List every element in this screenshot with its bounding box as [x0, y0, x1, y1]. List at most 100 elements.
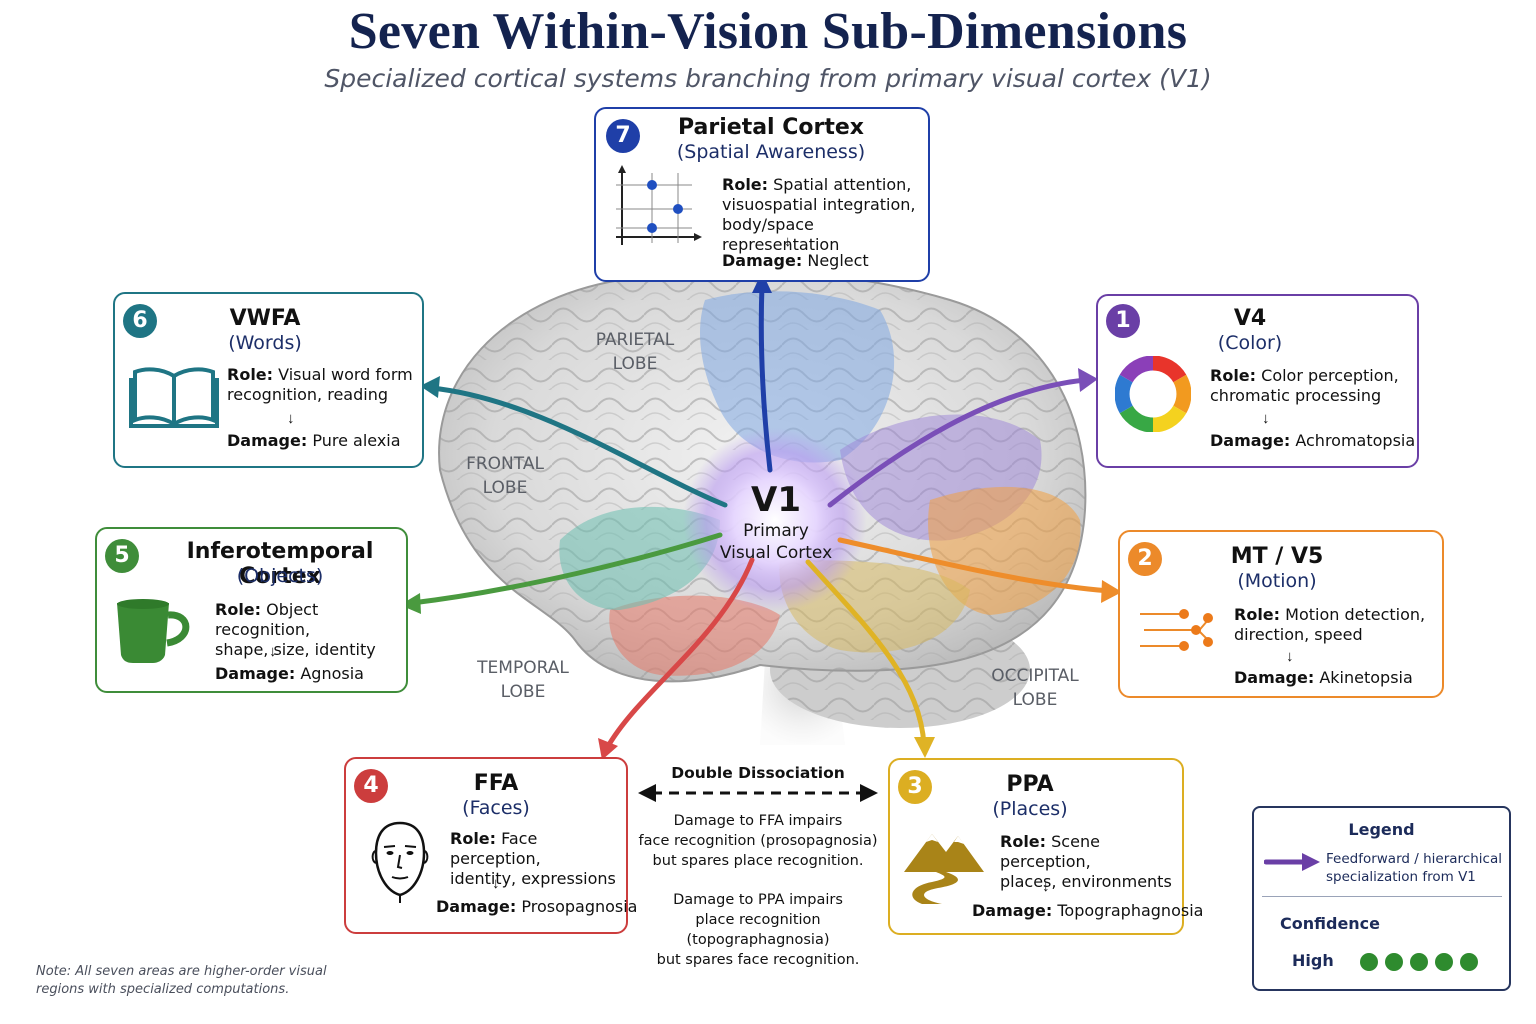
- region-ffa-red: [609, 595, 780, 676]
- down-arrow-icon: ↓: [492, 875, 500, 892]
- card-vwfa: 6 VWFA (Words) Role: Visual word form re…: [113, 292, 424, 468]
- card-ppa: 3 PPA (Places) Role: Scene perception, p…: [888, 758, 1203, 935]
- card-ffa: 4 FFA (Faces) Role: Face perception, ide…: [344, 757, 637, 934]
- card-v4: 1 V4 (Color) Role: Color perception, chr…: [1096, 294, 1419, 468]
- confidence-dot: [1460, 953, 1478, 971]
- card-inferotemporal-cortex: 5 Inferotemporal Cortex (Objects) Role: …: [95, 527, 408, 693]
- legend-arrow-icon: [1264, 853, 1320, 871]
- mountain-road-icon: [904, 834, 984, 904]
- area-function: (Faces): [462, 797, 530, 819]
- area-function: (Places): [992, 798, 1068, 820]
- area-function: (Motion): [1237, 570, 1317, 592]
- arrowhead-it: [400, 593, 421, 614]
- down-arrow-icon: ↓: [784, 233, 792, 250]
- footnote: Note: All seven areas are higher-order v…: [36, 964, 327, 997]
- arrow-to-it: [409, 532, 723, 606]
- region-parietal-blue: [700, 291, 895, 463]
- down-arrow-icon: ↓: [1262, 410, 1270, 427]
- card-mt-v5: 2 MT / V5 (Motion) Role: Motion detectio…: [1118, 530, 1444, 698]
- area-name: V4: [1233, 306, 1267, 331]
- confidence-dot: [1385, 953, 1403, 971]
- face-icon: [371, 821, 429, 903]
- arrow-to-ppa: [805, 559, 927, 748]
- area-name: FFA: [473, 771, 519, 796]
- v1-glow: [683, 428, 867, 612]
- legend-confidence-label: Confidence: [1280, 914, 1381, 933]
- double-dissociation-title: Double Dissociation: [671, 764, 845, 782]
- page-subtitle: Specialized cortical systems branching f…: [324, 64, 1212, 93]
- down-arrow-icon: ↓: [269, 643, 277, 660]
- page-title: Seven Within-Vision Sub-Dimensions: [348, 3, 1188, 60]
- arrow-to-parietal: [758, 282, 773, 473]
- arrow-to-mt: [837, 537, 1113, 594]
- arrowhead-parietal: [752, 272, 772, 293]
- confidence-dot: [1435, 953, 1453, 971]
- area-role: Role: Spatial attention, visuospatial in…: [722, 175, 916, 254]
- badge-3: 3: [898, 770, 932, 804]
- motion-lines-icon: [1140, 609, 1213, 651]
- arrow-to-v4: [827, 377, 1088, 508]
- v1-title: V1: [751, 480, 801, 520]
- arrowhead-vwfa: [420, 376, 440, 398]
- badge-6: 6: [123, 304, 157, 338]
- arrowhead-mt: [1101, 580, 1122, 603]
- color-wheel-icon: [1115, 356, 1191, 432]
- down-arrow-icon: ↓: [1286, 648, 1294, 665]
- legend-feedforward-text: Feedforward / hierarchical specializatio…: [1326, 851, 1502, 885]
- legend-divider: [1262, 896, 1502, 897]
- double-dissociation-arrow: [638, 784, 878, 802]
- badge-2: 2: [1128, 542, 1162, 576]
- down-arrow-icon: ↓: [1042, 878, 1050, 895]
- badge-7: 7: [606, 119, 640, 153]
- book-icon: [129, 367, 219, 428]
- area-name: Inferotemporal Cortex: [186, 539, 374, 589]
- area-role: Role: Motion detection, direction, speed: [1234, 605, 1426, 644]
- area-role: Role: Face perception, identity, express…: [450, 829, 616, 888]
- area-name: Parietal Cortex: [678, 115, 864, 140]
- confidence-dot: [1410, 953, 1428, 971]
- arrow-to-ffa: [604, 557, 755, 751]
- legend-title: Legend: [1348, 820, 1415, 839]
- arrow-to-vwfa: [429, 385, 728, 508]
- arrowhead-ffa: [598, 738, 618, 760]
- area-damage: Damage: Achromatopsia: [1210, 431, 1416, 450]
- double-dissociation-ppa-text: Damage to PPA impairs place recognition …: [656, 892, 860, 968]
- legend-confidence-level: High: [1292, 951, 1334, 970]
- coordinate-grid-icon: [616, 165, 702, 245]
- v1-center-label: V1 Primary Visual Cortex: [705, 480, 847, 564]
- area-damage: Damage: Agnosia: [215, 664, 364, 683]
- v1-subtitle-1: Primary: [743, 521, 809, 541]
- area-function: (Spatial Awareness): [676, 141, 866, 163]
- area-role: Role: Color perception, chromatic proces…: [1210, 366, 1399, 405]
- arrowhead-v4: [1078, 368, 1098, 392]
- card-parietal-cortex: 7 Parietal Cortex (Spatial Awareness) Ro…: [594, 107, 930, 282]
- area-damage: Damage: Prosopagnosia: [436, 897, 638, 916]
- v1-subtitle-2: Visual Cortex: [719, 543, 833, 563]
- badge-1: 1: [1106, 304, 1140, 338]
- area-name: PPA: [1006, 772, 1054, 797]
- area-function: (Words): [228, 332, 302, 354]
- down-arrow-icon: ↓: [287, 410, 295, 427]
- mug-icon: [117, 599, 190, 663]
- area-role: Role: Object recognition, shape, size, i…: [215, 600, 376, 659]
- double-dissociation-ffa-text: Damage to FFA impairs face recognition (…: [638, 813, 878, 869]
- area-name: VWFA: [229, 306, 301, 331]
- area-damage: Damage: Pure alexia: [227, 431, 401, 450]
- badge-5: 5: [105, 539, 139, 573]
- area-role: Role: Scene perception, places, environm…: [1000, 832, 1172, 891]
- area-damage: Damage: Topographagnosia: [972, 901, 1204, 920]
- arrowhead-ppa: [914, 737, 935, 758]
- area-role: Role: Visual word form recognition, read…: [227, 365, 413, 404]
- legend-box: Legend Feedforward / hierarchical specia…: [1252, 806, 1511, 991]
- area-damage: Damage: Akinetopsia: [1234, 668, 1413, 687]
- area-function: (Color): [1217, 332, 1283, 354]
- area-name: MT / V5: [1230, 544, 1324, 569]
- area-function: (Objects): [236, 565, 324, 587]
- badge-4: 4: [354, 769, 388, 803]
- area-damage: Damage: Neglect: [722, 251, 869, 270]
- confidence-dot: [1360, 953, 1378, 971]
